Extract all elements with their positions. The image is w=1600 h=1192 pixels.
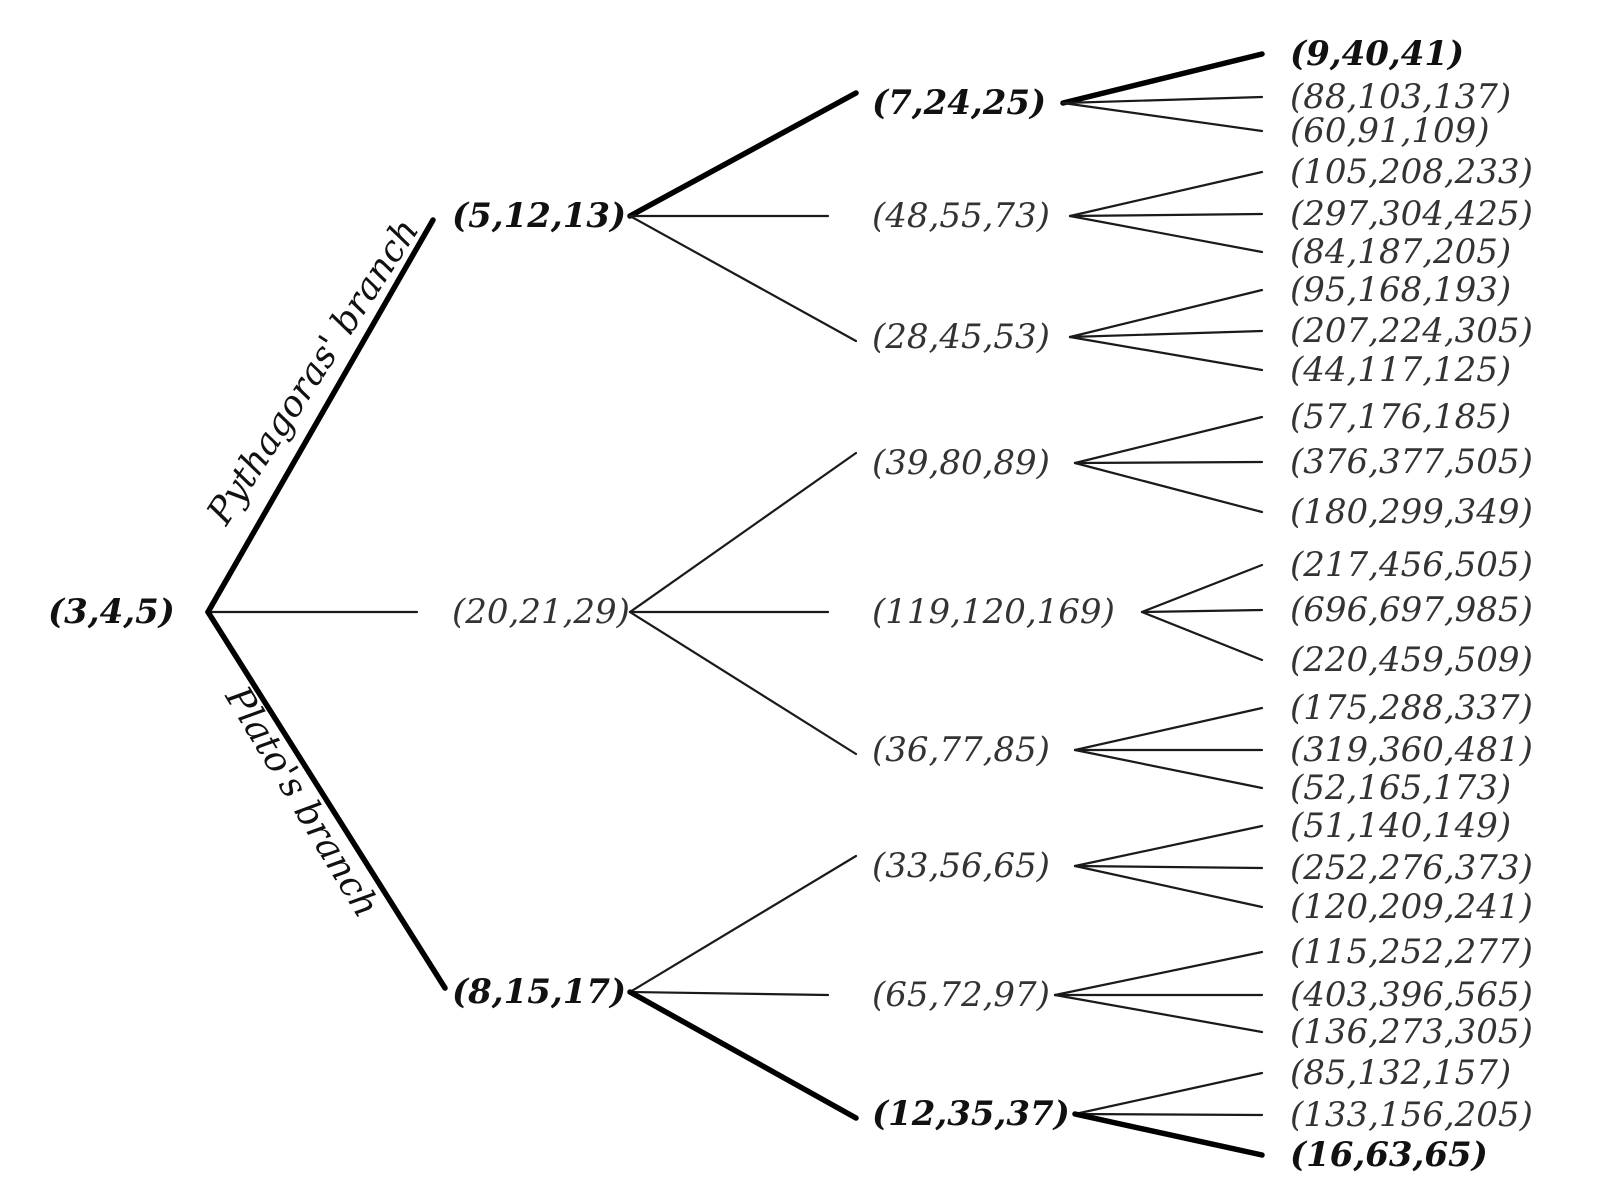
level1-triple-label: (20,21,29) <box>452 592 630 632</box>
edge-l1-to-l2-7 <box>628 990 830 997</box>
edge-l2-to-l3-1 <box>1061 95 1264 105</box>
level3-triple-label: (44,117,125) <box>1290 350 1511 390</box>
level2-triple-label: (7,24,25) <box>872 83 1046 123</box>
edge-root-to-l1-0 <box>205 217 436 615</box>
level3-triple-label: (175,288,337) <box>1290 688 1533 728</box>
level2-triple-label: (39,80,89) <box>872 443 1050 483</box>
level2-triple-label: (36,77,85) <box>872 730 1050 770</box>
level3-triple-label: (52,165,173) <box>1290 768 1511 808</box>
edge-l2-to-l3-14 <box>1140 610 1264 662</box>
level3-triple-label: (115,252,277) <box>1290 932 1533 972</box>
edge-l2-to-l3-23 <box>1053 993 1264 1034</box>
level3-triple-label: (376,377,505) <box>1290 442 1533 482</box>
level1-triple-label: (5,12,13) <box>452 196 626 236</box>
edge-l2-to-l3-6 <box>1068 288 1264 339</box>
edge-l2-to-l3-18 <box>1073 824 1264 868</box>
edge-l1-to-l2-6 <box>628 854 858 994</box>
edge-l2-to-l3-15 <box>1073 706 1264 752</box>
level3-triple-label: (136,273,305) <box>1290 1012 1533 1052</box>
level3-triple-label: (403,396,565) <box>1290 975 1533 1015</box>
edge-l1-to-l2-0 <box>627 90 859 219</box>
level3-triple-label: (120,209,241) <box>1290 887 1533 927</box>
edge-l2-to-l3-7 <box>1068 329 1264 339</box>
level3-triple-label: (84,187,205) <box>1290 232 1511 272</box>
edge-l2-to-l3-3 <box>1068 170 1264 218</box>
root-triple-label: (3,4,5) <box>48 592 175 632</box>
level2-triple-label: (65,72,97) <box>872 975 1050 1015</box>
edge-l2-to-l3-12 <box>1140 563 1264 614</box>
edge-l2-to-l3-17 <box>1073 748 1264 790</box>
level3-triple-label: (319,360,481) <box>1290 730 1533 770</box>
edge-l2-to-l3-5 <box>1068 214 1264 254</box>
edge-l2-to-l3-11 <box>1073 461 1264 514</box>
level3-triple-label: (85,132,157) <box>1290 1053 1511 1093</box>
level3-triple-label: (88,103,137) <box>1290 77 1511 117</box>
edge-l1-to-l2-2 <box>628 214 858 343</box>
level2-triple-label: (119,120,169) <box>872 592 1115 632</box>
level2-triple-label: (12,35,37) <box>872 1094 1070 1134</box>
level3-triple-label: (220,459,509) <box>1290 640 1533 680</box>
edge-l2-to-l3-13 <box>1140 608 1264 614</box>
plato-branch-label: Plato's branch <box>216 679 386 925</box>
level3-triple-label: (180,299,349) <box>1290 492 1533 532</box>
edge-l2-to-l3-9 <box>1073 415 1264 465</box>
edge-l2-to-l3-24 <box>1073 1071 1264 1116</box>
level2-triple-label: (48,55,73) <box>872 196 1050 236</box>
pythagoras-branch-label: Pythagoras' branch <box>199 212 427 533</box>
level1-triple-label: (8,15,17) <box>452 972 626 1012</box>
edge-l2-to-l3-8 <box>1068 335 1264 372</box>
edge-l1-to-l2-5 <box>628 610 858 756</box>
edge-l2-to-l3-4 <box>1068 212 1264 218</box>
level3-triple-label: (133,156,205) <box>1290 1095 1533 1135</box>
edge-root-to-l1-2 <box>205 609 448 991</box>
level3-triple-label: (57,176,185) <box>1290 397 1511 437</box>
level3-triple-label: (105,208,233) <box>1290 152 1533 192</box>
edge-l1-to-l2-3 <box>628 451 858 614</box>
level3-triple-label: (217,456,505) <box>1290 545 1533 585</box>
level3-triple-label: (297,304,425) <box>1290 194 1533 234</box>
edge-l2-to-l3-19 <box>1073 864 1264 870</box>
edge-l2-to-l3-20 <box>1073 864 1264 909</box>
tree-labels: (3,4,5) (5,12,13) (20,21,29) (8,15,17) (7,24… <box>48 34 1533 1175</box>
edge-l2-to-l3-10 <box>1073 460 1264 465</box>
level3-triple-label: (95,168,193) <box>1290 270 1511 310</box>
edge-l1-to-l2-8 <box>627 989 859 1121</box>
level3-triple-label: (207,224,305) <box>1290 311 1533 351</box>
edge-l2-to-l3-2 <box>1061 101 1264 133</box>
level3-triple-label: (9,40,41) <box>1290 34 1464 74</box>
level3-triple-label: (16,63,65) <box>1290 1135 1488 1175</box>
level2-triple-label: (33,56,65) <box>872 846 1050 886</box>
level2-triple-label: (28,45,53) <box>872 317 1050 357</box>
tree-edges <box>205 51 1265 1158</box>
edge-l2-to-l3-26 <box>1072 1111 1265 1158</box>
level3-triple-label: (252,276,373) <box>1290 848 1533 888</box>
level3-triple-label: (51,140,149) <box>1290 806 1511 846</box>
edge-l2-to-l3-0 <box>1060 51 1265 106</box>
level3-triple-label: (696,697,985) <box>1290 590 1533 630</box>
level3-triple-label: (60,91,109) <box>1290 111 1490 151</box>
edge-l2-to-l3-21 <box>1053 950 1264 997</box>
edge-l2-to-l3-25 <box>1073 1112 1264 1117</box>
